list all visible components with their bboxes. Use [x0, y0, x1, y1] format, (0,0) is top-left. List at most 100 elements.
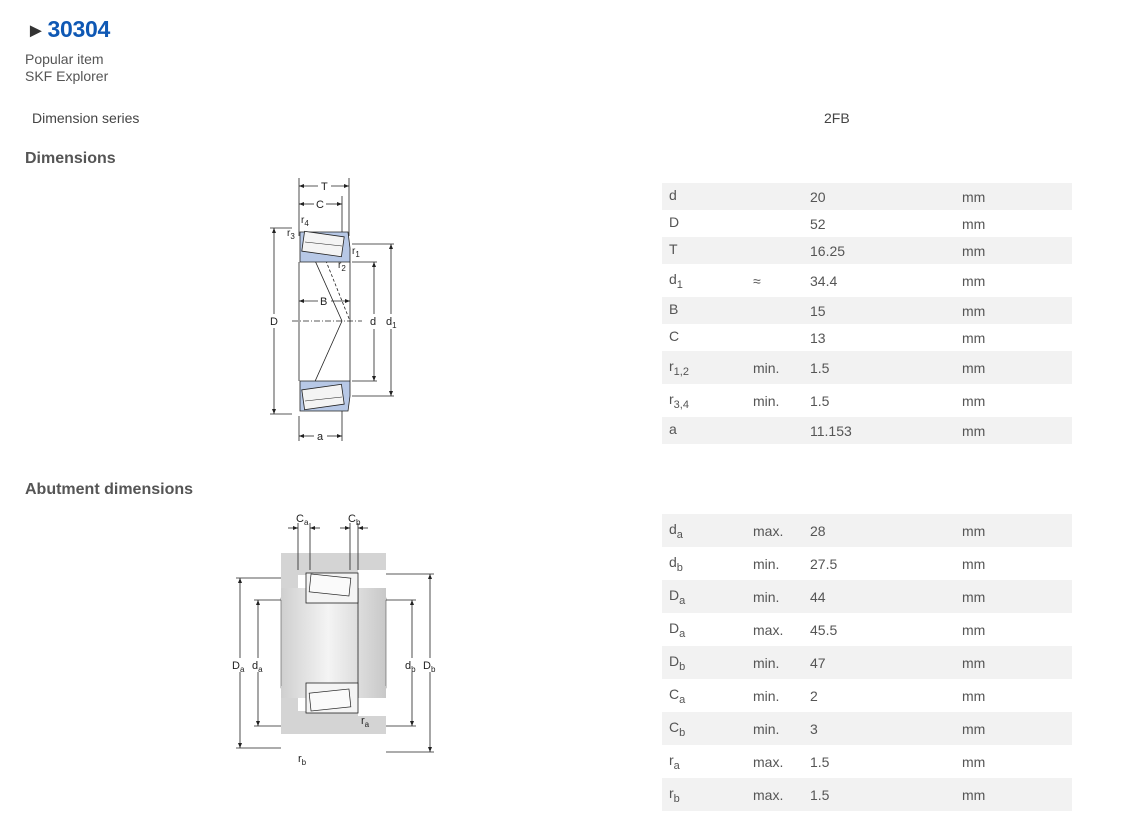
label-d: d [370, 316, 376, 328]
row-symbol: db [669, 553, 683, 574]
table-row: a 11.153 mm [662, 417, 1072, 444]
row-unit: mm [962, 392, 986, 409]
table-row: T 16.25 mm [662, 237, 1072, 264]
label-r1: r1 [352, 246, 360, 259]
row-unit: mm [962, 786, 986, 803]
row-symbol: Da [669, 586, 686, 607]
abutment-table: da max. 28 mm db min. 27.5 mm Da min. 44… [662, 514, 1072, 811]
row-value: 1.5 [810, 753, 830, 770]
row-value: 2 [810, 687, 818, 704]
row-unit: mm [962, 522, 986, 539]
label-r3: r3 [287, 228, 295, 241]
row-value: 45.5 [810, 621, 838, 638]
product-code: 30304 [47, 16, 111, 42]
row-unit: mm [962, 654, 986, 671]
row-symbol: Ca [669, 685, 686, 706]
row-value: 20 [810, 188, 826, 205]
table-row: C 13 mm [662, 324, 1072, 351]
dimensions-heading: Dimensions [25, 150, 116, 167]
row-qualifier: max. [753, 753, 784, 770]
product-title: ►30304 [26, 16, 110, 43]
row-unit: mm [962, 621, 986, 638]
row-unit: mm [962, 242, 986, 259]
row-symbol: r1,2 [669, 357, 689, 378]
row-symbol: rb [669, 784, 680, 805]
row-value: 52 [810, 215, 826, 232]
table-row: Ca min. 2 mm [662, 679, 1072, 712]
row-unit: mm [962, 753, 986, 770]
row-value: 3 [810, 720, 818, 737]
bearing-dimensions-drawing: T C r4 r3 r1 r2 B D d d1 a [270, 178, 397, 443]
row-symbol: C [669, 327, 680, 344]
table-row: r3,4 min. 1.5 mm [662, 384, 1072, 417]
label-Ca: Ca [296, 513, 309, 527]
row-unit: mm [962, 687, 986, 704]
row-value: 34.4 [810, 272, 838, 289]
dimension-series-value: 2FB [824, 110, 850, 126]
table-row: d1 ≈ 34.4 mm [662, 264, 1072, 297]
label-T: T [321, 181, 328, 193]
row-qualifier: min. [753, 720, 780, 737]
table-row: Db min. 47 mm [662, 646, 1072, 679]
table-row: Da max. 45.5 mm [662, 613, 1072, 646]
table-row: B 15 mm [662, 297, 1072, 324]
row-symbol: r3,4 [669, 390, 689, 411]
row-value: 27.5 [810, 555, 838, 572]
row-qualifier: min. [753, 687, 780, 704]
row-symbol: T [669, 240, 678, 257]
row-value: 11.153 [810, 422, 852, 439]
table-row: r1,2 min. 1.5 mm [662, 351, 1072, 384]
row-unit: mm [962, 720, 986, 737]
row-value: 13 [810, 329, 826, 346]
label-da: da [252, 660, 263, 674]
label-ra: ra [361, 715, 370, 729]
table-row: da max. 28 mm [662, 514, 1072, 547]
row-value: 44 [810, 588, 826, 605]
row-symbol: d [669, 186, 677, 203]
table-row: ra max. 1.5 mm [662, 745, 1072, 778]
row-qualifier: min. [753, 359, 780, 376]
row-symbol: Db [669, 652, 686, 673]
row-qualifier: max. [753, 786, 784, 803]
label-r4: r4 [301, 215, 309, 228]
label-Cb: Cb [348, 513, 361, 527]
row-unit: mm [962, 272, 986, 289]
table-row: D 52 mm [662, 210, 1072, 237]
abutment-heading: Abutment dimensions [25, 481, 194, 498]
row-value: 47 [810, 654, 826, 671]
dimension-series-label: Dimension series [32, 110, 140, 126]
popular-item-tag: Popular item [25, 51, 104, 67]
row-unit: mm [962, 359, 986, 376]
label-B: B [320, 296, 327, 308]
label-Da: Da [232, 660, 245, 674]
row-value: 1.5 [810, 786, 830, 803]
row-unit: mm [962, 188, 986, 205]
label-rb: rb [298, 753, 307, 767]
row-symbol: Cb [669, 718, 686, 739]
row-value: 1.5 [810, 359, 830, 376]
label-r2: r2 [338, 260, 346, 273]
label-db: db [405, 660, 416, 674]
row-qualifier: max. [753, 522, 784, 539]
row-symbol: a [669, 420, 677, 437]
row-symbol: da [669, 520, 683, 541]
row-qualifier: ≈ [753, 272, 761, 289]
table-row: d 20 mm [662, 183, 1072, 210]
row-qualifier: max. [753, 621, 784, 638]
row-symbol: D [669, 213, 680, 230]
row-value: 1.5 [810, 392, 830, 409]
label-C: C [316, 199, 324, 211]
table-row: db min. 27.5 mm [662, 547, 1072, 580]
row-unit: mm [962, 422, 986, 439]
row-value: 28 [810, 522, 826, 539]
row-symbol: ra [669, 751, 680, 772]
skf-explorer-tag: SKF Explorer [25, 68, 109, 84]
row-unit: mm [962, 215, 986, 232]
label-d1: d1 [386, 316, 397, 330]
row-unit: mm [962, 588, 986, 605]
row-symbol: B [669, 300, 679, 317]
row-qualifier: min. [753, 588, 780, 605]
row-symbol: d1 [669, 270, 683, 291]
row-unit: mm [962, 555, 986, 572]
label-Db: Db [423, 660, 436, 674]
